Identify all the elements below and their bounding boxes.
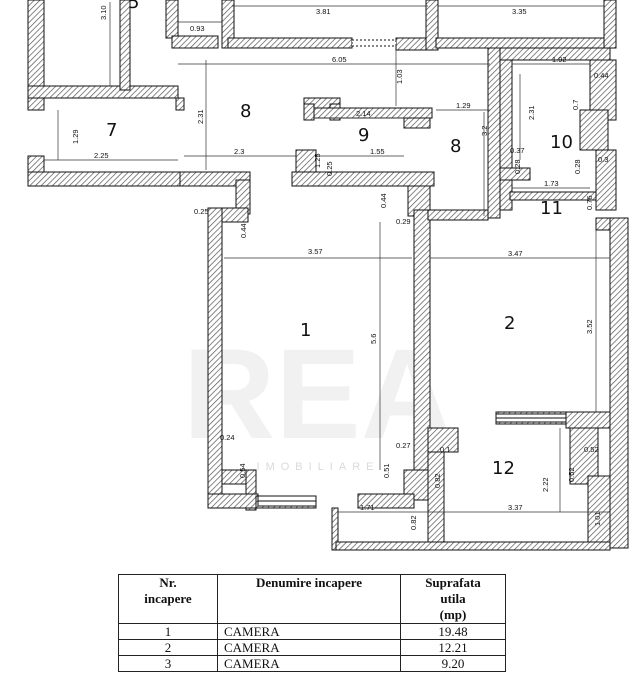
cell-nr: 3: [118, 655, 218, 672]
dim-label: 2.22: [541, 477, 550, 492]
dim-label: 3.35: [512, 7, 527, 16]
dim-label: 2.25: [94, 151, 109, 160]
room-label-5: 5: [128, 0, 139, 13]
dim-label: 3.57: [308, 247, 323, 256]
cell-nr: 2: [118, 639, 218, 656]
dim-label: 1.03: [395, 69, 404, 84]
dim-label: 0.1: [440, 445, 450, 454]
dim-label: 0.82: [433, 473, 442, 488]
room-label-8: 8: [240, 101, 251, 122]
room-labels: 5 8 7 9 8 10 11 1 2 12: [106, 0, 573, 479]
watermark: REA IMOBILIARE: [183, 323, 453, 473]
dim-label: 0.27: [396, 441, 411, 450]
dim-label: 3.47: [508, 249, 523, 258]
dim-label: 1.25: [313, 153, 322, 168]
dim-label: 3.37: [508, 503, 523, 512]
watermark-subtitle: IMOBILIARE: [257, 461, 380, 473]
dim-label: 1.92: [552, 55, 567, 64]
dim-label: 1.71: [360, 503, 375, 512]
dim-label: 0.28: [513, 159, 522, 174]
cell-nr: 1: [118, 623, 218, 640]
table-row: 1 CAMERA 19.48: [118, 623, 506, 640]
room-label-8-hall: 8: [450, 136, 461, 157]
dim-label: 5.6: [369, 334, 378, 344]
table-row: 3 CAMERA 9.20: [118, 655, 506, 672]
dim-label: 0.76: [585, 195, 594, 210]
dimension-lines: [44, 2, 610, 513]
dim-label: 2.14: [356, 109, 371, 118]
dim-label: 1.29: [71, 129, 80, 144]
dim-label: 0.52: [567, 467, 576, 482]
dim-label: 0.7: [571, 100, 580, 110]
dim-label: 0.37: [510, 146, 525, 155]
cell-name: CAMERA: [217, 639, 401, 656]
cell-area: 19.48: [400, 623, 506, 640]
cell-name: CAMERA: [217, 655, 401, 672]
dim-label: 0.28: [573, 159, 582, 174]
room-label-1: 1: [300, 320, 311, 341]
dim-label: 2.31: [196, 109, 205, 124]
dim-label: 1.01: [593, 511, 602, 526]
dim-label: 0.44: [594, 71, 609, 80]
dim-label: 0.93: [190, 24, 205, 33]
dim-label: 1.73: [544, 179, 559, 188]
cell-name: CAMERA: [217, 623, 401, 640]
floor-plan: REA IMOBILIARE: [27, 0, 629, 551]
dim-label: 2.31: [527, 105, 536, 120]
windows: [257, 39, 567, 507]
dim-label: 3.81: [316, 7, 331, 16]
room-label-11: 11: [540, 198, 563, 219]
col-header-nr: Nr.incapere: [118, 574, 218, 624]
dim-label: 3.10: [99, 5, 108, 20]
dim-label: 0.24: [220, 433, 235, 442]
dim-label: 2.3: [234, 147, 244, 156]
dim-label: 0.44: [379, 193, 388, 208]
dim-label: 0.29: [396, 217, 411, 226]
dimension-labels: 3.10 0.93 3.81 3.35 6.05 1.03 1.92 0.44 …: [71, 5, 609, 530]
dim-label: 0.44: [239, 223, 248, 238]
dim-label: 0.51: [382, 463, 391, 478]
dim-label: 0.3: [598, 155, 608, 164]
dim-label: 0.52: [584, 445, 599, 454]
room-label-7: 7: [106, 120, 117, 141]
dim-label: 0.25: [325, 161, 334, 176]
dim-label: 1.55: [370, 147, 385, 156]
dim-label: 0.82: [409, 515, 418, 530]
dim-label: 6.05: [332, 55, 347, 64]
col-header-name: Denumire incapere: [217, 574, 401, 624]
room-label-9: 9: [358, 125, 369, 146]
room-label-2: 2: [504, 313, 515, 334]
table-row: 2 CAMERA 12.21: [118, 639, 506, 656]
dim-label: 0.54: [238, 463, 247, 478]
watermark-logo: REA: [183, 323, 453, 466]
cell-area: 9.20: [400, 655, 506, 672]
cell-area: 12.21: [400, 639, 506, 656]
dim-label: 3.52: [585, 319, 594, 334]
room-label-10: 10: [550, 132, 573, 153]
room-label-12: 12: [492, 458, 515, 479]
dim-label: 3.2: [480, 126, 489, 136]
dim-label: 0.25: [194, 207, 209, 216]
dim-label: 1.29: [456, 101, 471, 110]
